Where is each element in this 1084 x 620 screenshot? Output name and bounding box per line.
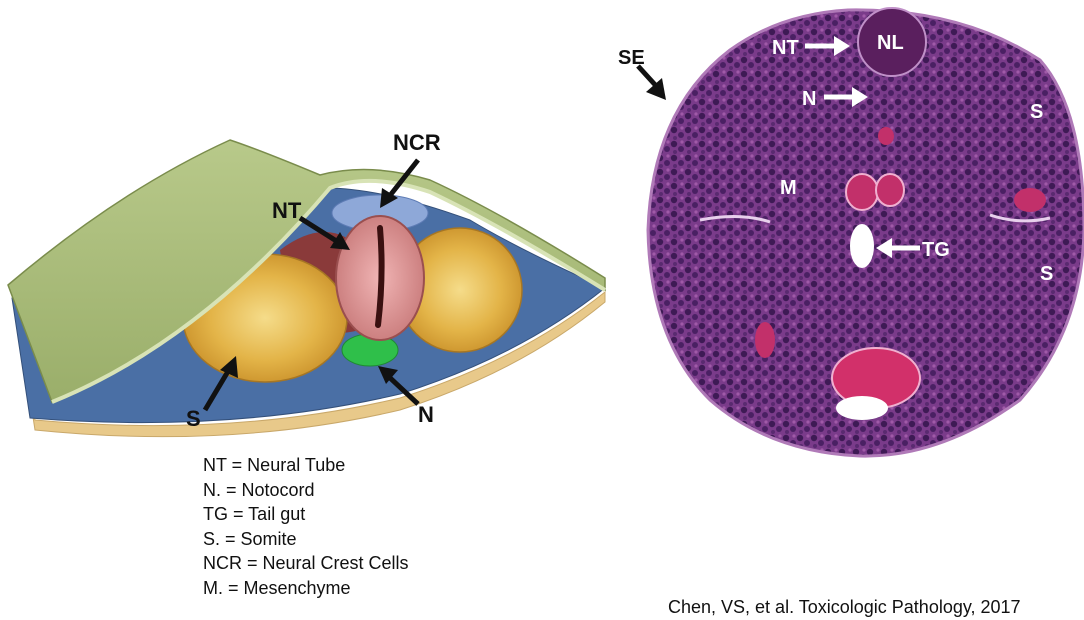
legend-item: TG = Tail gut <box>203 502 409 527</box>
vessel-right <box>1014 188 1046 212</box>
label-nt: NT <box>272 198 302 223</box>
label-se: SE <box>618 47 645 69</box>
label-n: N <box>418 402 434 427</box>
vessel-cluster-upper <box>846 174 878 210</box>
vessel-mid <box>878 127 894 145</box>
label-m: M <box>780 177 797 199</box>
legend-item: NT = Neural Tube <box>203 453 409 478</box>
legend-item: M. = Mesenchyme <box>203 576 409 601</box>
label-s-top: S <box>1030 101 1043 123</box>
neural-tube-lumen <box>378 228 382 325</box>
histology-micrograph: SE NT NL N S M TG S <box>600 0 1084 470</box>
blood-island-lumen <box>836 396 888 420</box>
tail-gut-lumen <box>850 224 874 268</box>
embryo-schematic-svg: NCR NT S N <box>0 120 620 440</box>
label-nt-right: NT <box>772 37 799 59</box>
embryo-schematic: NCR NT S N <box>0 120 620 440</box>
label-s: S <box>186 406 201 431</box>
legend-item: S. = Somite <box>203 527 409 552</box>
label-tg: TG <box>922 239 950 261</box>
legend-item: NCR = Neural Crest Cells <box>203 551 409 576</box>
histology-svg: SE NT NL N S M TG S <box>600 0 1084 470</box>
vessel-left <box>755 322 775 358</box>
label-s-bottom: S <box>1040 263 1053 285</box>
legend-item: N. = Notocord <box>203 478 409 503</box>
abbreviation-legend: NT = Neural Tube N. = Notocord TG = Tail… <box>203 453 409 600</box>
citation: Chen, VS, et al. Toxicologic Pathology, … <box>668 597 1021 618</box>
label-nl: NL <box>877 32 904 54</box>
vessel-cluster-upper-2 <box>876 174 904 206</box>
label-n-right: N <box>802 88 816 110</box>
label-ncr: NCR <box>393 130 441 155</box>
